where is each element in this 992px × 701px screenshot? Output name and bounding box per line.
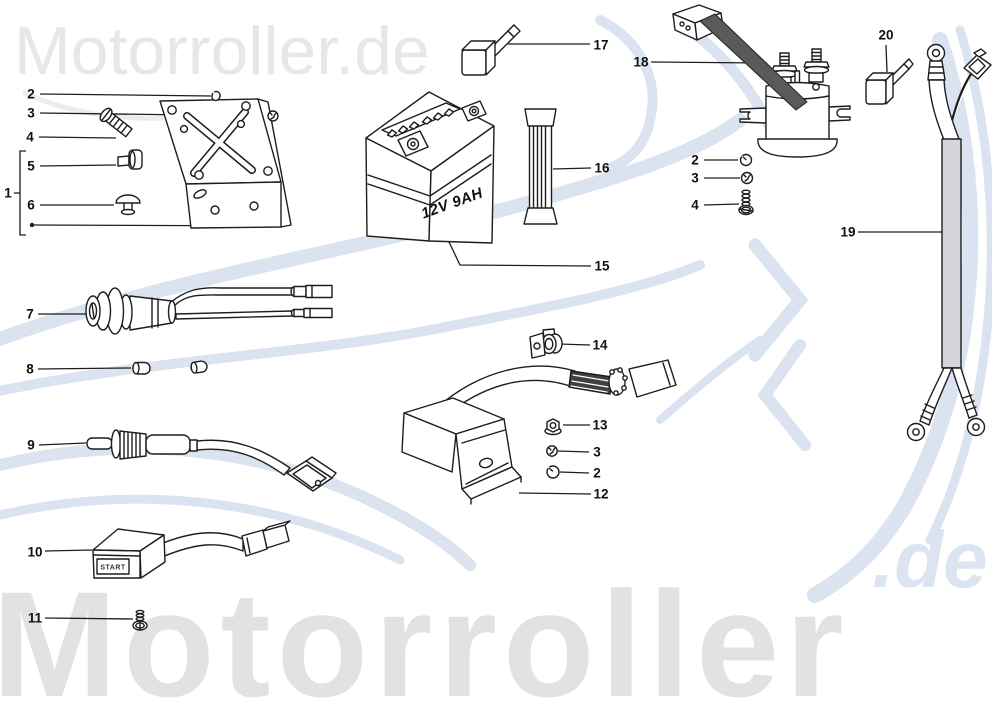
callout-15: 15 [594, 258, 610, 274]
callout-6: 6 [27, 197, 35, 213]
pins-drawing [132, 360, 208, 375]
battery-strap-drawing [523, 108, 558, 225]
battery-drawing: 12V 9AH [365, 91, 495, 244]
callout-2-cdi: 2 [593, 465, 601, 481]
callout-19: 19 [840, 224, 856, 240]
callout-3-relay: 3 [691, 170, 699, 186]
callout-1: 1 [4, 185, 12, 201]
screw-4-drawing [99, 107, 133, 138]
callout-4: 4 [26, 129, 34, 145]
lock-washer-3-relay-drawing [740, 171, 754, 185]
callout-20: 20 [878, 27, 894, 43]
callout-16: 16 [594, 160, 610, 176]
callout-5: 5 [27, 158, 35, 174]
start-relay-drawing: START [92, 520, 291, 579]
screw-11-drawing [132, 609, 148, 631]
lock-washer-3-drawing [267, 110, 279, 122]
callout-11: 11 [27, 610, 43, 626]
callout-14: 14 [592, 337, 608, 353]
lock-washer-3-cdi-drawing [546, 445, 558, 457]
callout-3-cdi: 3 [593, 444, 601, 460]
clamp-drawing [529, 328, 563, 359]
watermark-header: Motorroller.de [14, 13, 430, 89]
callout-7: 7 [26, 306, 34, 322]
grommet-5-drawing [117, 149, 143, 170]
callout-4-relay: 4 [691, 197, 699, 213]
callout-9: 9 [27, 437, 35, 453]
fuse-17-drawing [461, 24, 521, 76]
relay-strap-wire [699, 13, 808, 111]
cdi-unit-drawing [401, 359, 677, 505]
callout-8: 8 [26, 361, 34, 377]
screw-4-relay-drawing [738, 189, 754, 216]
callout-3: 3 [27, 105, 35, 121]
callout-18: 18 [633, 54, 649, 70]
start-relay-label: START [100, 565, 126, 572]
battery-cable-drawing [906, 43, 992, 442]
battery-bracket-drawing [159, 98, 292, 229]
washer-2-drawing [211, 90, 221, 102]
fuse-20-drawing [865, 58, 914, 105]
nut-13-drawing [544, 418, 562, 436]
spark-plug-cap-drawing [86, 429, 337, 492]
rubber-cap-6-drawing [115, 194, 141, 216]
washer-2-cdi-drawing [546, 465, 560, 479]
callout-2: 2 [27, 86, 35, 102]
washer-2-relay-drawing [739, 153, 753, 167]
callout-2-relay: 2 [691, 152, 699, 168]
callout-13: 13 [592, 417, 608, 433]
ignition-switch-drawing [85, 284, 333, 335]
callout-12: 12 [593, 486, 609, 502]
callout-10: 10 [27, 544, 43, 560]
callout-17: 17 [593, 37, 609, 53]
